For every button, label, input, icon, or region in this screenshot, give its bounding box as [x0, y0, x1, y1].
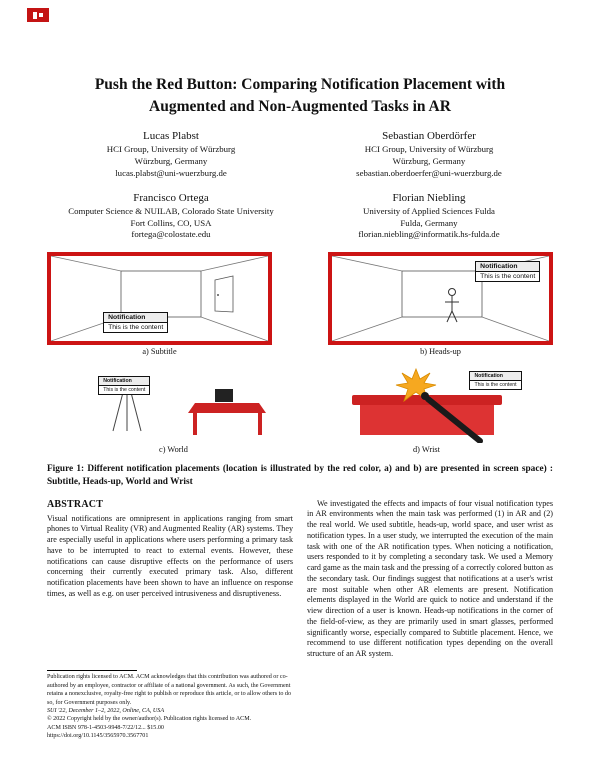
author-affiliation: Computer Science & NUILAB, Colorado Stat…	[68, 206, 274, 217]
wrist-panel-image: Notification This is the content	[327, 361, 526, 444]
title-line-1: Push the Red Button: Comparing Notificat…	[94, 76, 506, 93]
abstract-text: Visual notifications are omnipresent in …	[47, 513, 293, 598]
author-francisco-ortega: Francisco Ortega Computer Science & NUIL…	[47, 192, 295, 241]
panel-label-headsup: b) Heads-up	[420, 347, 461, 357]
world-panel-image: Notification This is the content	[74, 361, 273, 444]
notification-title: Notification	[476, 262, 540, 273]
figure-panel-world: Notification This is the content c) Worl…	[74, 361, 273, 455]
headsup-panel-image: Notification This is the content	[328, 252, 553, 346]
figure-panel-subtitle: Notification This is the content a) Subt…	[47, 252, 272, 356]
notification-body: This is the content	[103, 386, 146, 393]
copyright-footnote: Publication rights licensed to ACM. ACM …	[47, 670, 293, 740]
notification-popup: Notification This is the content	[475, 261, 541, 283]
author-name: Sebastian Oberdörfer	[382, 130, 476, 143]
author-email: fortega@colostate.edu	[131, 229, 211, 240]
room-sketch-world	[112, 376, 266, 436]
doi-link[interactable]: https://doi.org/10.1145/3565970.3567701	[47, 733, 149, 740]
notification-popup: Notification This is the content	[103, 312, 169, 334]
author-name: Francisco Ortega	[133, 192, 209, 205]
badge-glyph	[39, 13, 43, 17]
notification-body: This is the content	[474, 381, 517, 388]
panel-label-world: c) World	[159, 445, 188, 455]
paper-body: ABSTRACT Visual notifications are omnipr…	[47, 499, 553, 741]
author-email: florian.niebling@informatik.hs-fulda.de	[358, 229, 500, 240]
author-name: Lucas Plabst	[143, 130, 199, 143]
author-location: Würzburg, Germany	[392, 155, 466, 166]
author-affiliation: HCI Group, University of Würzburg	[364, 144, 494, 155]
person-figure	[445, 288, 459, 323]
monitor-sketch	[214, 389, 233, 403]
author-location: Fulda, Germany	[400, 217, 458, 228]
arm-sketch	[420, 392, 483, 444]
notification-popup: Notification This is the content	[98, 375, 151, 395]
author-affiliation: HCI Group, University of Würzburg	[106, 144, 236, 155]
right-column: We investigated the effects and impacts …	[307, 499, 553, 741]
notification-title: Notification	[470, 371, 521, 381]
abstract-section: ABSTRACT Visual notifications are omnipr…	[47, 499, 293, 600]
notification-title: Notification	[99, 376, 150, 386]
author-name: Florian Niebling	[392, 192, 466, 205]
footnote-rule	[47, 670, 137, 672]
notification-popup: Notification This is the content	[469, 370, 522, 390]
author-sebastian-oberdoerfer: Sebastian Oberdörfer HCI Group, Universi…	[305, 130, 553, 179]
room-sketch-wrist	[351, 367, 502, 444]
author-affiliation: University of Applied Sciences Fulda	[363, 206, 495, 217]
venue-line: SUI '22, December 1–2, 2022, Online, CA,…	[47, 708, 165, 715]
badge-glyph	[33, 11, 37, 19]
title-line-2: Augmented and Non-Augmented Tasks in AR	[149, 97, 451, 115]
figure-panel-headsup: Notification This is the content b) Head…	[328, 252, 553, 356]
author-block: Lucas Plabst HCI Group, University of Wü…	[47, 130, 553, 241]
introduction-text: We investigated the effects and impacts …	[307, 498, 553, 659]
figure-caption: Figure 1: Different notification placeme…	[47, 464, 553, 487]
author-email: lucas.plabst@uni-wuerzburg.de	[115, 167, 227, 178]
subtitle-panel-image: Notification This is the content	[47, 252, 272, 346]
paper-title: Push the Red Button: Comparing Notificat…	[47, 0, 553, 117]
author-location: Würzburg, Germany	[134, 155, 208, 166]
explosion-icon	[395, 367, 436, 403]
panel-label-subtitle: a) Subtitle	[142, 347, 177, 357]
isbn-line: ACM ISBN 978-1-4503-9948-7/22/12... $15.…	[47, 724, 164, 731]
rights-statement: Publication rights licensed to ACM. ACM …	[47, 674, 292, 706]
notification-title: Notification	[104, 313, 168, 324]
author-lucas-plabst: Lucas Plabst HCI Group, University of Wü…	[47, 130, 295, 179]
left-column: ABSTRACT Visual notifications are omnipr…	[47, 499, 293, 741]
copyright-line: © 2022 Copyright held by the owner/autho…	[47, 716, 252, 723]
desk-sketch	[187, 389, 266, 436]
figure-1: Notification This is the content a) Subt…	[47, 252, 553, 489]
abstract-heading: ABSTRACT	[47, 498, 104, 510]
door-sketch	[214, 275, 234, 313]
author-location: Fort Collins, CO, USA	[130, 217, 212, 228]
notification-body: This is the content	[108, 324, 164, 332]
author-florian-niebling: Florian Niebling University of Applied S…	[305, 192, 553, 241]
panel-label-wrist: d) Wrist	[413, 445, 440, 455]
publisher-corner-badge-icon	[27, 8, 49, 22]
author-email: sebastian.oberdoerfer@uni-wuerzburg.de	[356, 167, 502, 178]
notification-body: This is the content	[480, 273, 536, 281]
figure-panel-wrist: Notification This is the content d) Wris…	[327, 361, 526, 455]
